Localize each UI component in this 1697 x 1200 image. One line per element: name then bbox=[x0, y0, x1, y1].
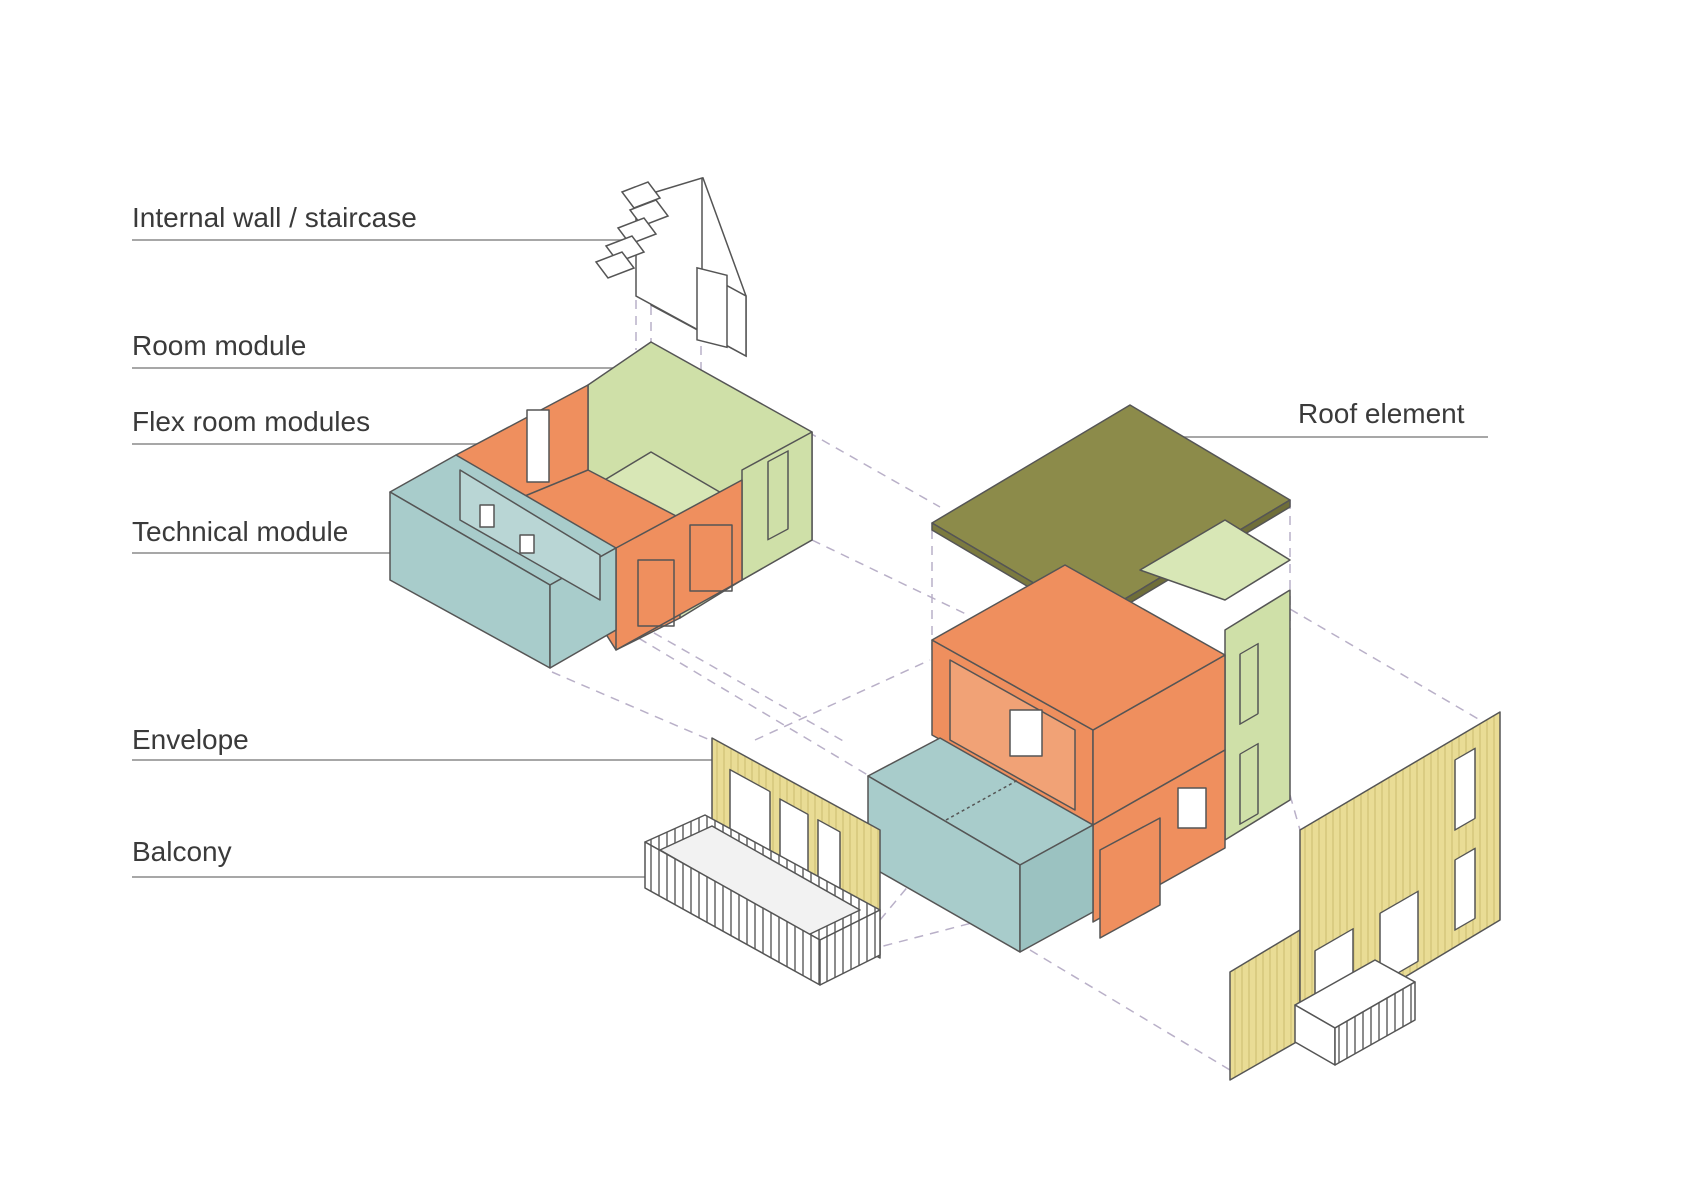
envelope-right-facade bbox=[1229, 711, 1501, 1081]
facade-lower-left bbox=[1229, 929, 1301, 1081]
orange-upper-top bbox=[931, 564, 1226, 731]
balcony-railing-side bbox=[819, 909, 881, 986]
envelope-balcony-left bbox=[644, 737, 881, 986]
staircase bbox=[594, 181, 670, 279]
label-room-module: Room module bbox=[132, 330, 307, 361]
label-internal-wall: Internal wall / staircase bbox=[132, 202, 417, 233]
label-balcony: Balcony bbox=[132, 836, 232, 867]
stacked-modules bbox=[867, 519, 1291, 953]
internal-wall-staircase bbox=[594, 176, 747, 358]
left-module-cluster bbox=[389, 341, 813, 669]
label-envelope: Envelope bbox=[132, 724, 249, 755]
blue-stack-side bbox=[1019, 824, 1094, 953]
label-leader-lines bbox=[132, 239, 1488, 878]
label-technical-module: Technical module bbox=[132, 516, 349, 547]
internal-wall-door bbox=[696, 266, 728, 349]
label-roof-element: Roof element bbox=[1298, 398, 1465, 429]
label-flex-room: Flex room modules bbox=[132, 406, 371, 437]
